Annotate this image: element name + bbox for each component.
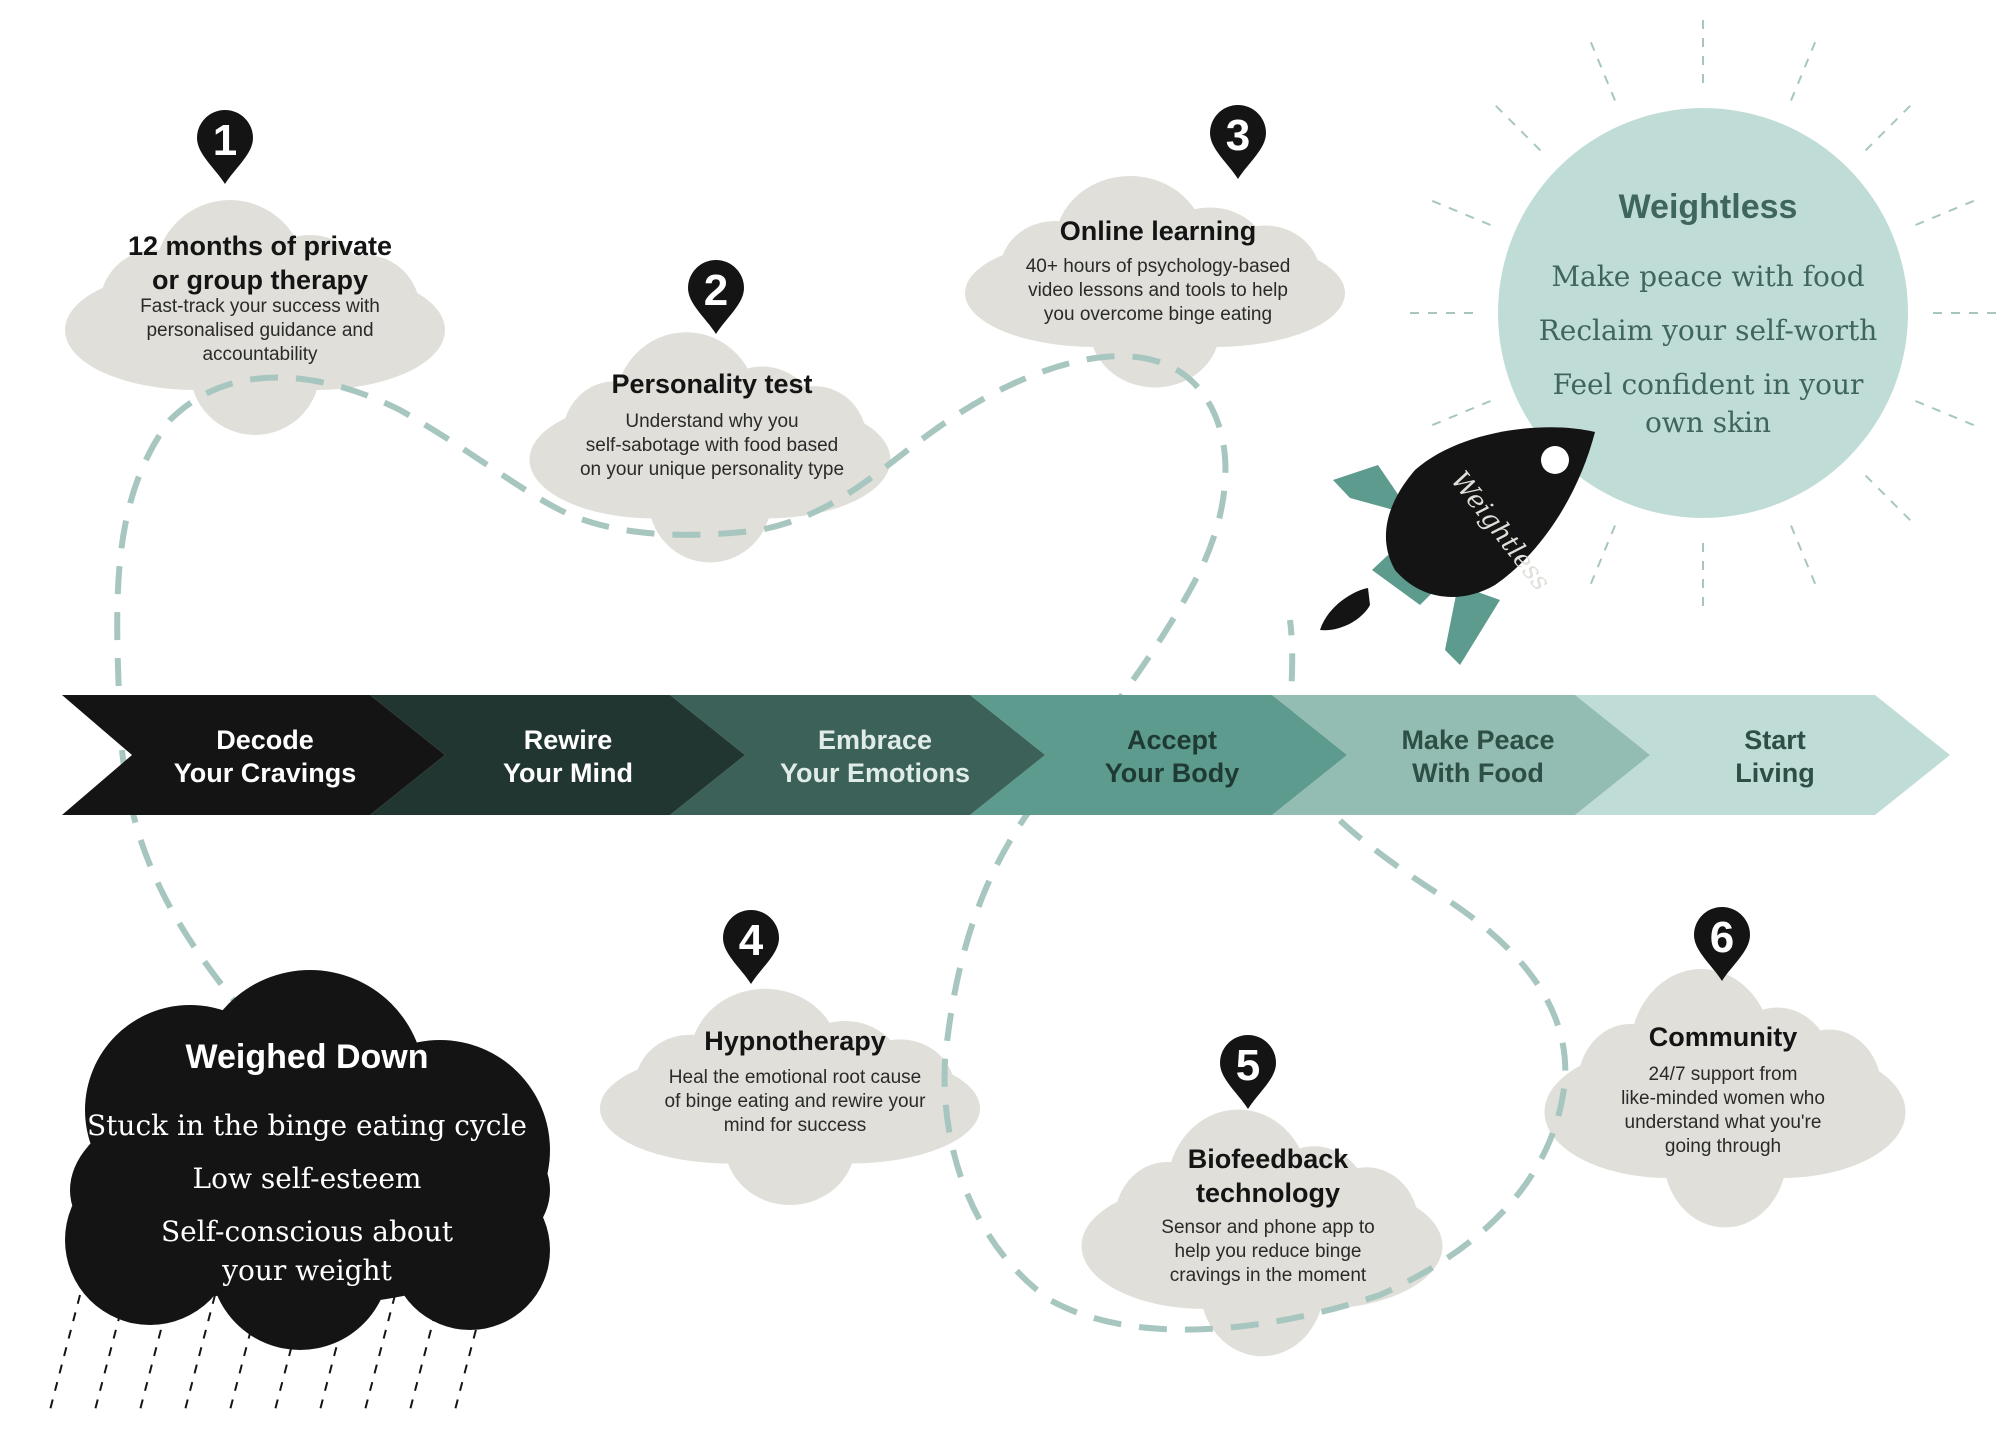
sun-ray (1790, 35, 1819, 101)
step-6-pin-icon: 6 (1694, 907, 1750, 981)
weightless-item-3: Feel confident in your (1553, 368, 1864, 401)
step-4-description-line: Heal the emotional root cause (669, 1067, 921, 1088)
weightless-item-1: Make peace with food (1551, 260, 1864, 293)
step-6-description-line: going through (1665, 1136, 1781, 1157)
sun-ray (1425, 400, 1491, 429)
rocket-icon: Weightless (1320, 427, 1595, 665)
stage-label-1-line1: Decode (216, 725, 314, 755)
stage-chevron-5 (1272, 695, 1650, 815)
step-2-description-line: on your unique personality type (580, 459, 844, 480)
weightless-sun (1498, 108, 1908, 518)
step-5-title: Biofeedback (1188, 1144, 1350, 1174)
step-5-description-line: help you reduce binge (1175, 1241, 1362, 1262)
step-6-title: Community (1649, 1022, 1798, 1052)
sun-ray (1915, 197, 1981, 226)
step-5-description-line: Sensor and phone app to (1161, 1217, 1374, 1238)
stage-label-1-line2: Your Cravings (174, 758, 357, 788)
step-4-description-line: mind for success (724, 1115, 867, 1136)
stage-label-6-line2: Living (1735, 758, 1815, 788)
step-6-description-line: like-minded women who (1621, 1088, 1825, 1109)
rocket-fin-right (1445, 585, 1500, 665)
step-3-description-line: 40+ hours of psychology-based (1026, 256, 1291, 277)
rocket-body (1385, 427, 1595, 597)
step-5-number: 5 (1236, 1041, 1260, 1090)
stage-label-6-line1: Start (1744, 725, 1806, 755)
weighed-down-title: Weighed Down (185, 1038, 428, 1076)
stage-label-5-line1: Make Peace (1401, 725, 1554, 755)
weightless-item-2: Reclaim your self-worth (1539, 314, 1878, 347)
weightless-title: Weightless (1619, 188, 1798, 226)
stage-chevron-6 (1575, 695, 1950, 815)
step-1-title: 12 months of private (128, 231, 392, 261)
stage-chevron-2 (370, 695, 745, 815)
step-4-number: 4 (739, 916, 764, 965)
journey-path (114, 353, 1569, 1333)
step-6-description-line: 24/7 support from (1649, 1064, 1798, 1085)
rain-line (364, 1294, 396, 1411)
sun-ray (1490, 100, 1542, 152)
sun-ray (1790, 525, 1819, 591)
sun-ray (1587, 525, 1616, 591)
step-1-number: 1 (213, 116, 237, 165)
sun-ray (1587, 35, 1616, 101)
step-4-description-line: of binge eating and rewire your (665, 1091, 927, 1112)
stage-chevron-3 (670, 695, 1045, 815)
weighed-down-item-2: Low self-esteem (193, 1162, 422, 1195)
step-2-description-line: Understand why you (625, 411, 798, 432)
sun-ray (1425, 197, 1491, 226)
sun-ray (1915, 400, 1981, 429)
step-1-description-line: personalised guidance and (146, 320, 373, 341)
step-3-description-line: video lessons and tools to help (1028, 280, 1288, 301)
step-1-pin-icon: 1 (197, 110, 253, 184)
weighed-down-item-4: your weight (221, 1254, 392, 1287)
sun-ray (1864, 100, 1916, 152)
weighed-down-cloud (65, 970, 550, 1350)
step-5-description-line: cravings in the moment (1170, 1265, 1367, 1286)
weighed-down-item-1: Stuck in the binge eating cycle (87, 1109, 527, 1142)
step-2-number: 2 (704, 266, 728, 315)
rocket-window (1541, 446, 1569, 474)
weighed-down-item-3: Self-conscious about (161, 1215, 454, 1248)
stage-chevron-4 (970, 695, 1347, 815)
weightless-item-4: own skin (1645, 406, 1771, 439)
step-3-pin-icon: 3 (1210, 105, 1266, 179)
step-4-title: Hypnotherapy (704, 1026, 886, 1056)
stage-label-2-line1: Rewire (524, 725, 613, 755)
weightless-text: Weightless Make peace with food Reclaim … (1539, 188, 1878, 439)
stage-label-5-line2: With Food (1412, 758, 1544, 788)
weighed-down-text: Weighed Down Stuck in the binge eating c… (87, 1038, 527, 1287)
step-5-pin-icon: 5 (1220, 1035, 1276, 1109)
step-2-pin-icon: 2 (688, 260, 744, 334)
step-6-description-line: understand what you're (1625, 1112, 1822, 1133)
rain-line (49, 1294, 81, 1411)
stage-label-3-line2: Your Emotions (780, 758, 970, 788)
stage-label-4-line1: Accept (1127, 725, 1217, 755)
step-3-number: 3 (1226, 111, 1250, 160)
sun-ray (1864, 474, 1916, 526)
step-2-description-line: self-sabotage with food based (586, 435, 838, 456)
step-texts: 12 months of private or group therapyFast… (128, 216, 1825, 1286)
stage-label-4-line2: Your Body (1105, 758, 1240, 788)
stage-label-2-line2: Your Mind (503, 758, 633, 788)
rocket-flame (1320, 588, 1370, 631)
rocket-fin-left (1333, 465, 1412, 515)
step-1-title-line2: or group therapy (152, 265, 368, 295)
rain-line (184, 1294, 216, 1411)
step-3-title: Online learning (1060, 216, 1257, 246)
step-2-title: Personality test (611, 369, 812, 399)
step-5-title-line2: technology (1196, 1178, 1340, 1208)
step-1-description-line: Fast-track your success with (140, 296, 380, 317)
step-1-description-line: accountability (202, 344, 318, 365)
step-6-number: 6 (1710, 913, 1734, 962)
stage-chevron-1 (62, 695, 445, 815)
step-3-description-line: you overcome binge eating (1044, 304, 1272, 325)
stage-label-3-line1: Embrace (818, 725, 932, 755)
step-pins: 1 2 3 4 5 6 (197, 105, 1750, 1109)
step-4-pin-icon: 4 (723, 910, 779, 984)
